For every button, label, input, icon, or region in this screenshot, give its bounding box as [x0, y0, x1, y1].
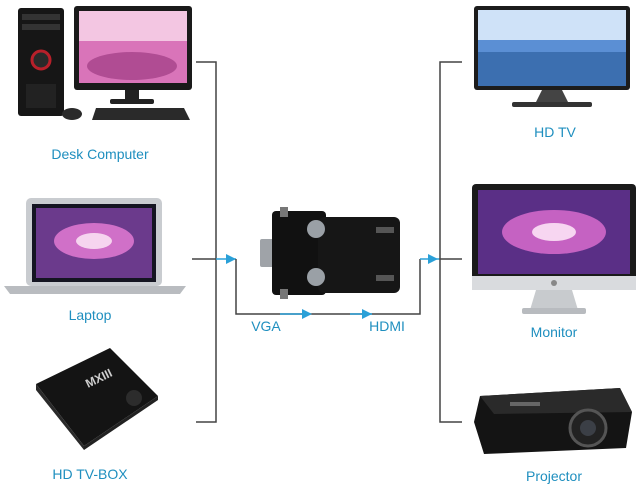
source-label-laptop: Laptop: [68, 307, 112, 323]
output-label-monitor: Monitor: [530, 324, 578, 340]
projector-icon: [470, 382, 636, 462]
output-label-projector: Projector: [525, 468, 583, 484]
output-label-hd-tv: HD TV: [534, 124, 576, 140]
vga-to-hdmi-adapter-icon: [258, 207, 408, 299]
source-label-desk-computer: Desk Computer: [51, 146, 149, 162]
source-label-tv-box: HD TV-BOX: [52, 466, 128, 482]
output-bracket: [439, 61, 462, 423]
monitor-icon: [470, 182, 638, 316]
hdmi-label: HDMI: [369, 318, 405, 334]
vga-hdmi-route: [235, 259, 421, 315]
hdmi-arrow-icon: [362, 309, 372, 319]
hd-tv-icon: [472, 4, 632, 112]
source-arrow-icon: [226, 254, 236, 264]
vga-arrow-icon: [302, 309, 312, 319]
desktop-computer-icon: [12, 4, 197, 124]
vga-label: VGA: [251, 318, 281, 334]
tv-box-icon: MXIII: [30, 346, 160, 451]
laptop-icon: [2, 196, 188, 298]
source-bracket: [196, 61, 217, 423]
output-arrow-icon: [428, 254, 438, 264]
